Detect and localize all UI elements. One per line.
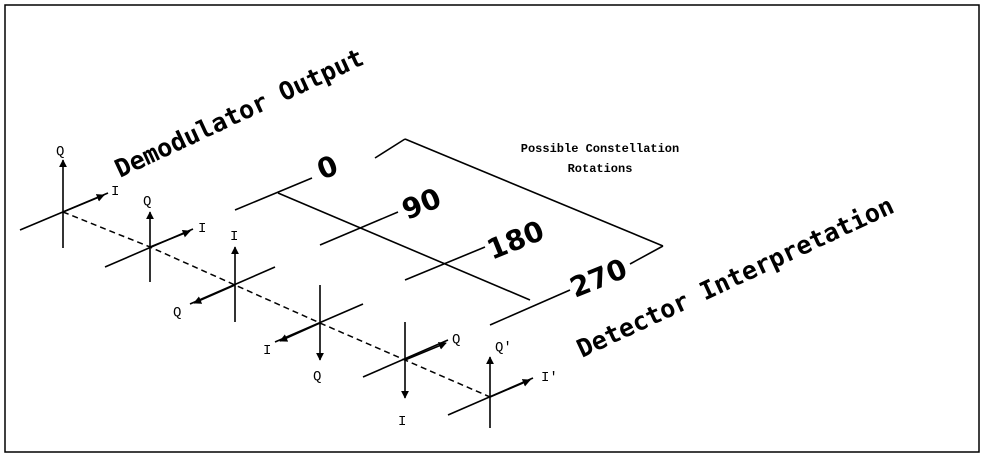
axis-1-up-label: Q	[56, 144, 64, 160]
axis-set-3: I Q	[173, 229, 276, 322]
axis-2-up-label: Q	[143, 194, 151, 210]
rotations-text: Rotations	[568, 162, 633, 176]
axis-6-right-label: I'	[541, 370, 558, 386]
axis-set-2: Q I	[104, 194, 206, 282]
diagram-frame	[4, 4, 980, 453]
axis-set-1: Q I	[19, 144, 119, 248]
axis-set-6: Q' I'	[447, 340, 558, 428]
axis-set-5: Q I	[362, 322, 460, 430]
axis-1-right-label: I	[111, 184, 119, 200]
rotation-bracket	[234, 138, 664, 326]
axis-2-right-label: I	[198, 221, 206, 237]
axis-6-up-label: Q'	[495, 340, 512, 356]
axis-3-left-label: Q	[173, 305, 181, 321]
axis-3-up-label: I	[230, 229, 238, 245]
axis-set-4: I Q	[263, 285, 364, 385]
axis-5-right-label: Q	[452, 332, 460, 348]
possible-constellation-text: Possible Constellation	[521, 142, 679, 156]
axis-4-down-label: Q	[313, 369, 321, 385]
axis-4-left-label: I	[263, 343, 271, 359]
axis-5-down-label: I	[398, 414, 406, 430]
dashed-connector	[62, 211, 491, 398]
